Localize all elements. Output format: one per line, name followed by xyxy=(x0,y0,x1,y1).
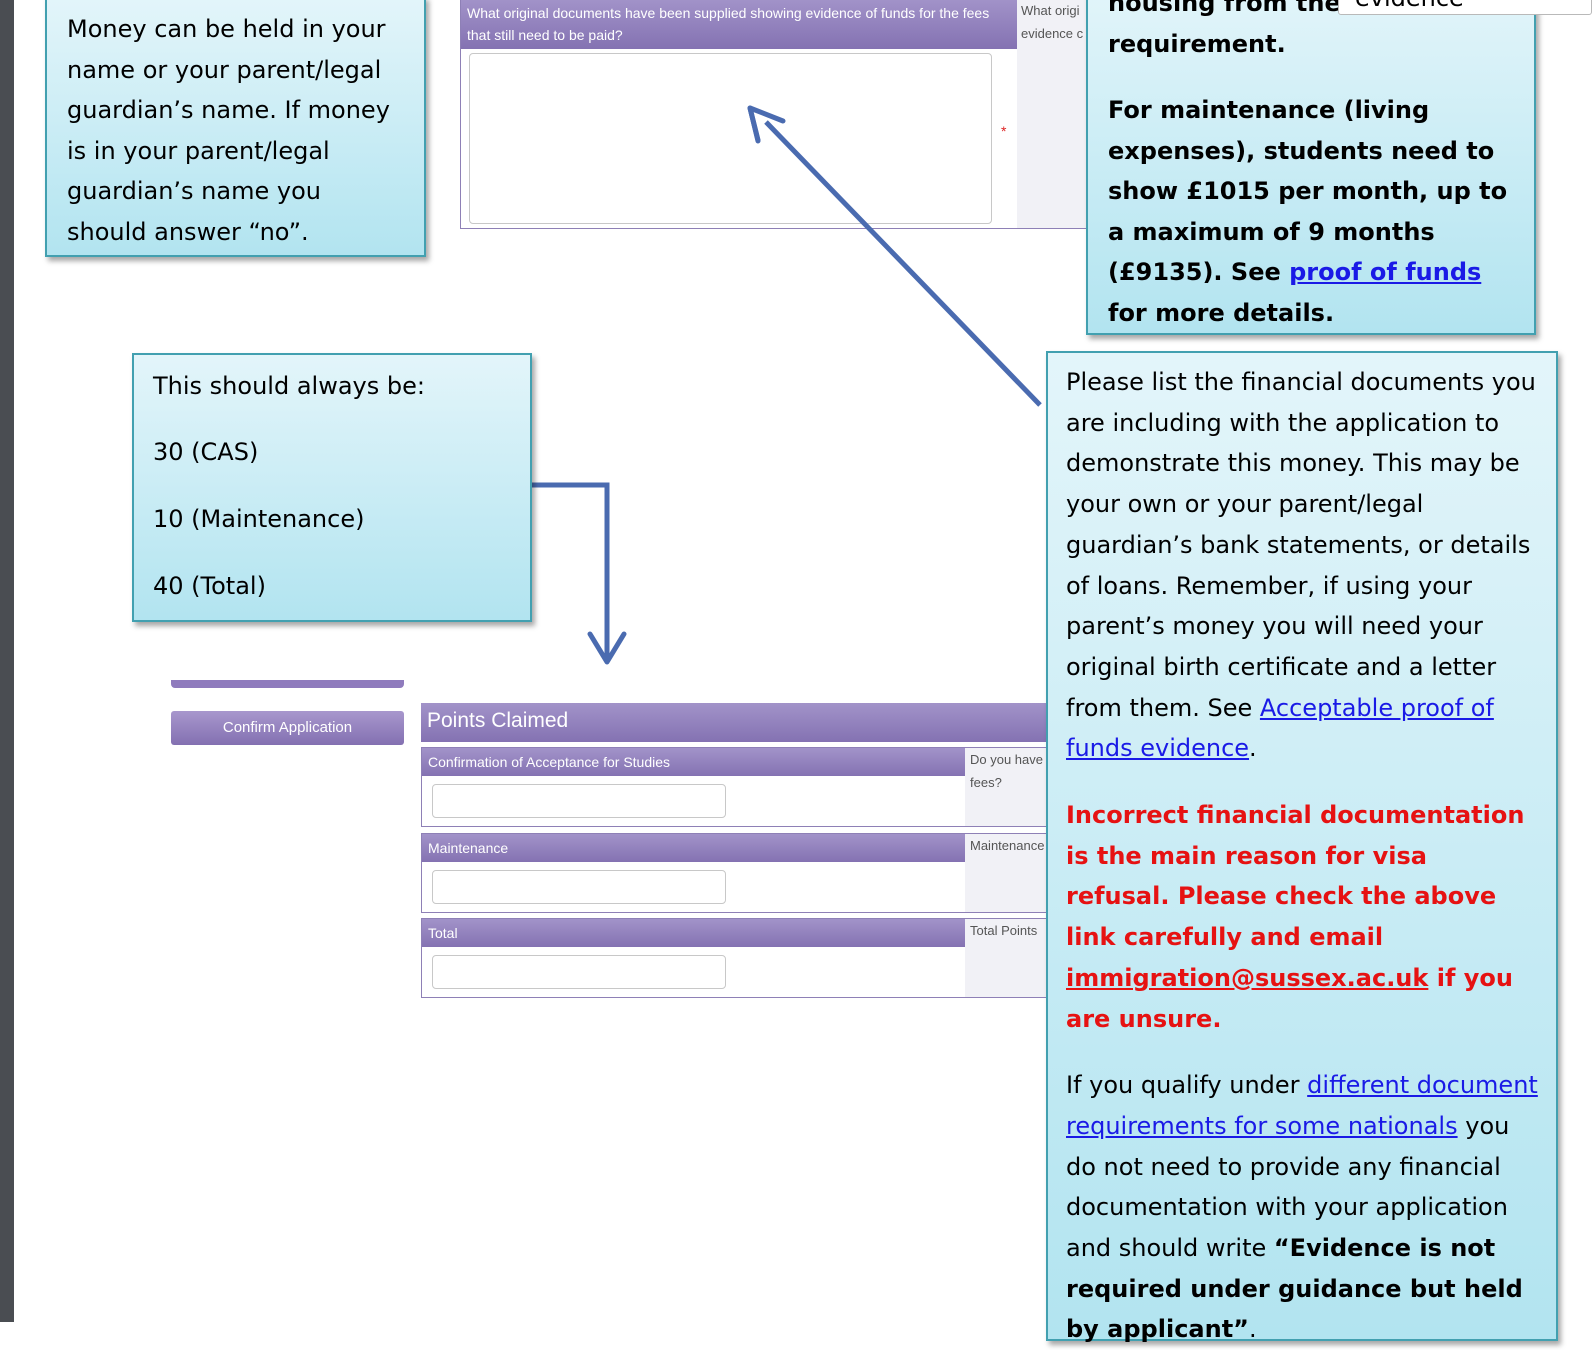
confirm-application-label: Confirm Application xyxy=(222,719,353,736)
points-row-note: Total Points xyxy=(965,919,1062,997)
window-edge xyxy=(0,0,14,1322)
confirm-application-button[interactable]: Confirm Application xyxy=(171,711,404,745)
maintenance-after-link: for more details. xyxy=(1108,298,1335,327)
maintenance-callout: housing from the n requirement. For main… xyxy=(1086,0,1536,335)
maintenance-see: See xyxy=(1230,258,1281,286)
evidence-side-note-text: What origi evidence c xyxy=(1021,3,1084,41)
sidebar-divider xyxy=(171,680,404,688)
points-row-note: Do you have fees? xyxy=(965,748,1062,826)
points-row-total: Total Total Points xyxy=(421,918,1062,998)
money-holder-text: Money can be held in your name or your p… xyxy=(67,15,390,246)
documents-end: . xyxy=(1249,734,1257,763)
points-line-cas: 30 (CAS) xyxy=(153,438,259,466)
arrow-to-points-claimed xyxy=(531,482,627,665)
nationals-start: If you qualify under xyxy=(1066,1071,1300,1100)
points-row-label: Confirmation of Acceptance for Studies xyxy=(428,754,671,770)
different-requirements-link[interactable]: different document requirements for some… xyxy=(1066,1071,1538,1140)
evidence-question-text: What original documents have been suppli… xyxy=(467,5,990,43)
nationals-mid: you do not need to provide any financial… xyxy=(1066,1111,1510,1263)
points-row-note-text: Total Points xyxy=(970,923,1038,938)
warning-text: Incorrect financial documentation is the… xyxy=(1066,801,1525,952)
evidence-question-panel: What original documents have been suppli… xyxy=(460,0,1101,229)
maintenance-cut-text: housing from the n xyxy=(1108,0,1367,17)
points-row-label-bar: Confirmation of Acceptance for Studies xyxy=(422,748,965,776)
money-holder-callout: Money can be held in your name or your p… xyxy=(45,0,426,257)
proof-of-funds-link[interactable]: proof of funds xyxy=(1289,258,1482,286)
points-row-label: Total xyxy=(428,925,458,941)
points-claimed-header: Points Claimed xyxy=(421,703,1061,742)
evidence-textarea[interactable] xyxy=(469,53,992,224)
points-row-label: Maintenance xyxy=(428,840,509,856)
points-callout: This should always be: 30 (CAS) 10 (Main… xyxy=(132,353,532,622)
documents-text: Please list the financial documents you … xyxy=(1066,368,1536,722)
points-row-label-bar: Total xyxy=(422,919,965,947)
visa-refusal-warning: Incorrect financial documentation is the… xyxy=(1066,795,1538,1039)
points-row-note: Maintenance xyxy=(965,834,1062,912)
nationals-paragraph: If you qualify under different document … xyxy=(1066,1065,1538,1350)
immigration-email-link[interactable]: immigration@sussex.ac.uk xyxy=(1066,963,1429,992)
total-points-input[interactable] xyxy=(432,955,726,989)
acceptable-proof-link[interactable]: Acceptable proof of funds evidence xyxy=(1066,693,1494,763)
maintenance-cut-end: requirement. xyxy=(1108,29,1286,58)
points-row-maintenance: Maintenance Maintenance xyxy=(421,833,1062,913)
documents-paragraph: Please list the financial documents you … xyxy=(1066,362,1538,769)
points-row-cas: Confirmation of Acceptance for Studies D… xyxy=(421,747,1062,827)
evidence-dropdown[interactable]: evidence xyxy=(1338,0,1592,15)
points-row-label-bar: Maintenance xyxy=(422,834,965,862)
financial-documents-callout: Please list the financial documents you … xyxy=(1046,351,1558,1343)
points-line-total: 40 (Total) xyxy=(153,572,266,600)
maintenance-cut-line: housing from the n xyxy=(1108,0,1516,24)
evidence-question-header: What original documents have been suppli… xyxy=(461,0,1017,49)
points-row-note-text: Do you have fees? xyxy=(970,752,1043,790)
annotation-arrows xyxy=(531,105,1042,665)
nationals-end: . xyxy=(1248,1315,1257,1344)
points-line-maintenance: 10 (Maintenance) xyxy=(153,505,365,533)
cas-points-input[interactable] xyxy=(432,784,726,818)
warning-end: if you are unsure. xyxy=(1066,963,1513,1033)
points-row-note-text: Maintenance xyxy=(970,838,1045,853)
evidence-dropdown-value: evidence xyxy=(1355,0,1464,12)
required-marker: * xyxy=(1001,123,1007,139)
points-intro: This should always be: xyxy=(153,372,425,400)
maintenance-amount-text: For maintenance (living expenses), stude… xyxy=(1108,96,1508,286)
maintenance-paragraph: For maintenance (living expenses), stude… xyxy=(1108,90,1516,333)
maintenance-points-input[interactable] xyxy=(432,870,726,904)
points-claimed-title: Points Claimed xyxy=(427,709,569,732)
arrow-to-evidence-field xyxy=(747,105,1042,407)
